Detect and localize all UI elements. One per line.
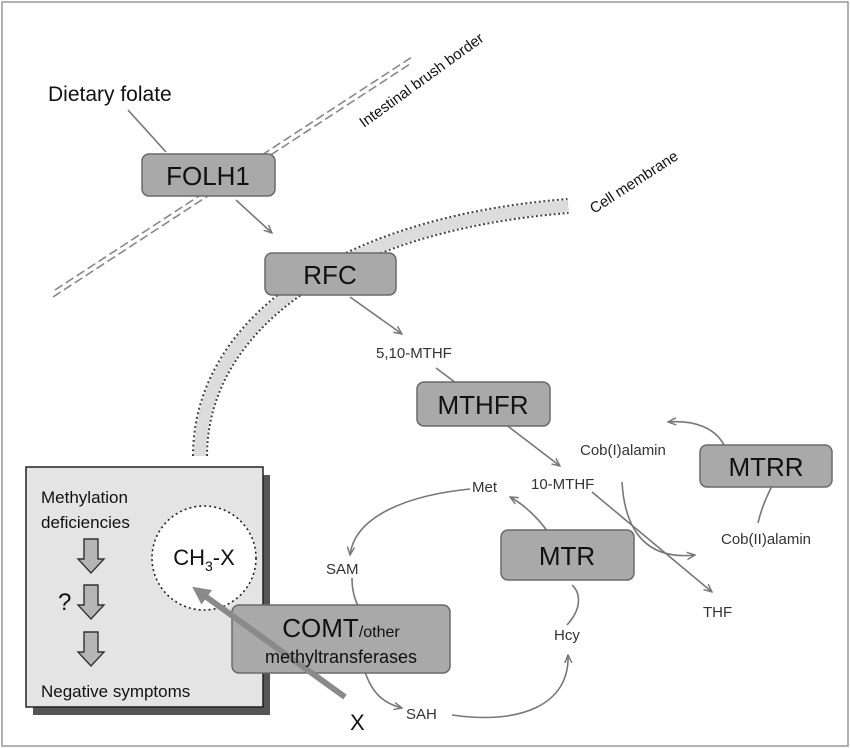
sah-to-hcy-arrow bbox=[451, 655, 568, 719]
mthfr-label: MTHFR bbox=[438, 390, 529, 420]
mthfr-to-10mthf-arrow bbox=[504, 423, 560, 466]
ch3x-main: CH bbox=[173, 545, 205, 570]
mtrr-label: MTRR bbox=[728, 452, 803, 482]
mtr-label: MTR bbox=[539, 541, 595, 571]
sah-label: SAH bbox=[406, 706, 437, 723]
comt-label-line2: methyltransferases bbox=[265, 647, 417, 667]
inset-line2: deficiencies bbox=[41, 513, 130, 532]
cob-ii-label: Cob(II)alamin bbox=[721, 531, 811, 548]
comt-main: COMT bbox=[282, 613, 359, 643]
mtrr-to-cob-i-arrow bbox=[668, 422, 725, 446]
mthf-10-label: 10-MTHF bbox=[531, 476, 594, 493]
folh1-to-rfc-arrow bbox=[235, 199, 272, 233]
mtrr-box bbox=[699, 444, 833, 488]
mthf-to-thf-arrow bbox=[591, 491, 712, 592]
methyl-donor-circle bbox=[151, 505, 257, 611]
rfc-to-mthf-arrow bbox=[349, 296, 402, 334]
hcy-label: Hcy bbox=[554, 627, 580, 644]
cob-i-label: Cob(I)alamin bbox=[580, 442, 666, 459]
down-arrow-3 bbox=[76, 631, 106, 668]
met-to-sam-arrow bbox=[350, 488, 471, 555]
rfc-label: RFC bbox=[303, 260, 356, 290]
inset-down-arrows bbox=[76, 538, 106, 668]
mthf-5-10-label: 5,10-MTHF bbox=[376, 345, 452, 362]
cob-reduction-arrow bbox=[621, 481, 695, 556]
ch3x-end: -X bbox=[213, 545, 235, 570]
ch3x-label: CH3-X bbox=[173, 545, 235, 574]
folh1-box bbox=[141, 153, 276, 197]
sam-label: SAM bbox=[326, 561, 359, 578]
x-mark: X bbox=[350, 710, 365, 735]
mthf-to-mthfr-line bbox=[435, 367, 457, 384]
inset-question: ? bbox=[58, 589, 71, 616]
inset-line1: Methylation bbox=[41, 488, 128, 507]
cob-ii-line bbox=[757, 481, 775, 524]
inset-line3: Negative symptoms bbox=[41, 682, 190, 701]
dietary-folate-label: Dietary folate bbox=[48, 83, 172, 106]
rfc-box bbox=[264, 252, 397, 296]
comt-tail: /other bbox=[359, 624, 401, 641]
comt-to-sah-arrow bbox=[364, 671, 402, 708]
methyl-transfer-arrow bbox=[192, 586, 347, 700]
cell-membrane-label: Cell membrane bbox=[587, 148, 682, 218]
down-arrow-1 bbox=[76, 538, 106, 575]
hcy-to-mtr-line bbox=[566, 584, 580, 626]
thf-label: THF bbox=[703, 604, 732, 621]
mthfr-box bbox=[416, 381, 551, 427]
down-arrow-2 bbox=[76, 584, 106, 621]
folh1-label: FOLH1 bbox=[166, 161, 250, 191]
met-label: Met bbox=[472, 479, 498, 496]
ch3x-sub: 3 bbox=[205, 558, 213, 574]
folate-to-folh1-line bbox=[127, 109, 167, 153]
mtr-box bbox=[500, 529, 635, 581]
comt-label-line1: COMT/other bbox=[282, 613, 400, 643]
